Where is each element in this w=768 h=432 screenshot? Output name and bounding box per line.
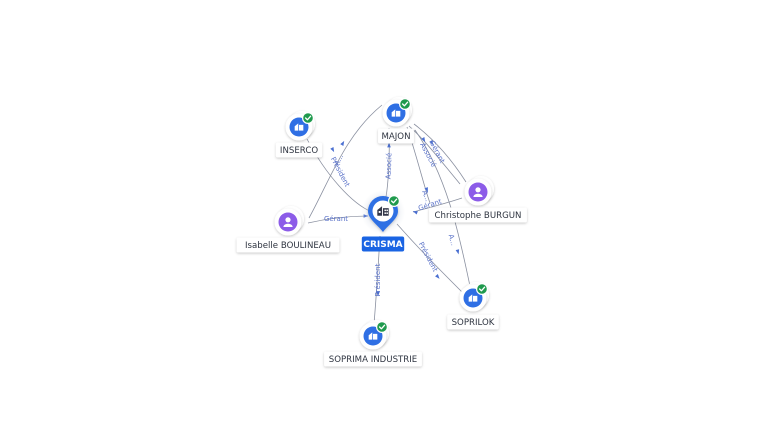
node-label: CRISMA [363, 240, 402, 250]
verified-check-icon [376, 321, 389, 334]
relation-edge [308, 104, 383, 219]
person-icon [283, 217, 293, 227]
edge-arrow [421, 137, 426, 143]
edge-label: Président [374, 263, 382, 296]
node-layer: CRISMA INSERCO MAJON Christophe BURGUN Isabe… [236, 97, 527, 367]
node-label: SOPRIMA INDUSTRIE [329, 355, 417, 365]
verified-check-icon [302, 111, 315, 124]
node-label: Christophe BURGUN [435, 211, 522, 221]
node-label: INSERCO [280, 146, 318, 156]
building-icon [294, 123, 304, 131]
edge-arrow [387, 142, 391, 148]
node-soprima[interactable]: SOPRIMA INDUSTRIE [324, 320, 422, 367]
node-majon[interactable]: MAJON [378, 97, 414, 144]
building-icon [377, 206, 389, 216]
relation-edge [413, 123, 467, 183]
node-boulineau[interactable]: Isabelle BOULINEAU [236, 206, 340, 253]
edge-label: Associé [385, 153, 394, 180]
edge-arrow [429, 140, 434, 146]
node-soprilok[interactable]: SOPRILOK [447, 282, 499, 330]
edge-arrow [376, 291, 380, 297]
node-burgun[interactable]: Christophe BURGUN [429, 176, 527, 223]
edge-layer [306, 104, 471, 325]
edge-arrow [455, 249, 460, 255]
verified-check-icon [476, 283, 489, 296]
relation-edge [412, 197, 463, 213]
edge-label: A... [333, 153, 345, 167]
edge-label: Président [417, 241, 440, 274]
node-crisma[interactable]: CRISMA [361, 190, 405, 252]
edge-arrow [424, 187, 428, 193]
building-icon [391, 109, 401, 117]
node-inserco[interactable]: INSERCO [275, 111, 323, 158]
node-label-box [324, 351, 422, 367]
node-label-box [429, 207, 527, 223]
person-icon [473, 187, 483, 197]
verified-check-icon [399, 97, 412, 110]
node-label-box [447, 314, 499, 330]
edge-arrow [435, 274, 440, 279]
node-label-box [361, 236, 405, 252]
building-icon [468, 294, 478, 302]
relation-edge [396, 223, 463, 293]
edge-arrow [412, 211, 418, 215]
edge-arrow [340, 140, 345, 146]
node-label: MAJON [381, 132, 410, 142]
node-label-box [275, 142, 323, 158]
node-label-box [378, 128, 414, 144]
edge-label: A... [447, 233, 458, 246]
node-label: Isabelle BOULINEAU [245, 241, 331, 251]
edge-arrow [330, 147, 335, 153]
edge-label: A... [420, 189, 431, 202]
edge-label: Gérant [324, 215, 348, 223]
node-label-box [236, 237, 340, 253]
verified-check-icon [388, 195, 401, 208]
building-icon [368, 332, 378, 340]
node-label: SOPRILOK [452, 318, 495, 328]
